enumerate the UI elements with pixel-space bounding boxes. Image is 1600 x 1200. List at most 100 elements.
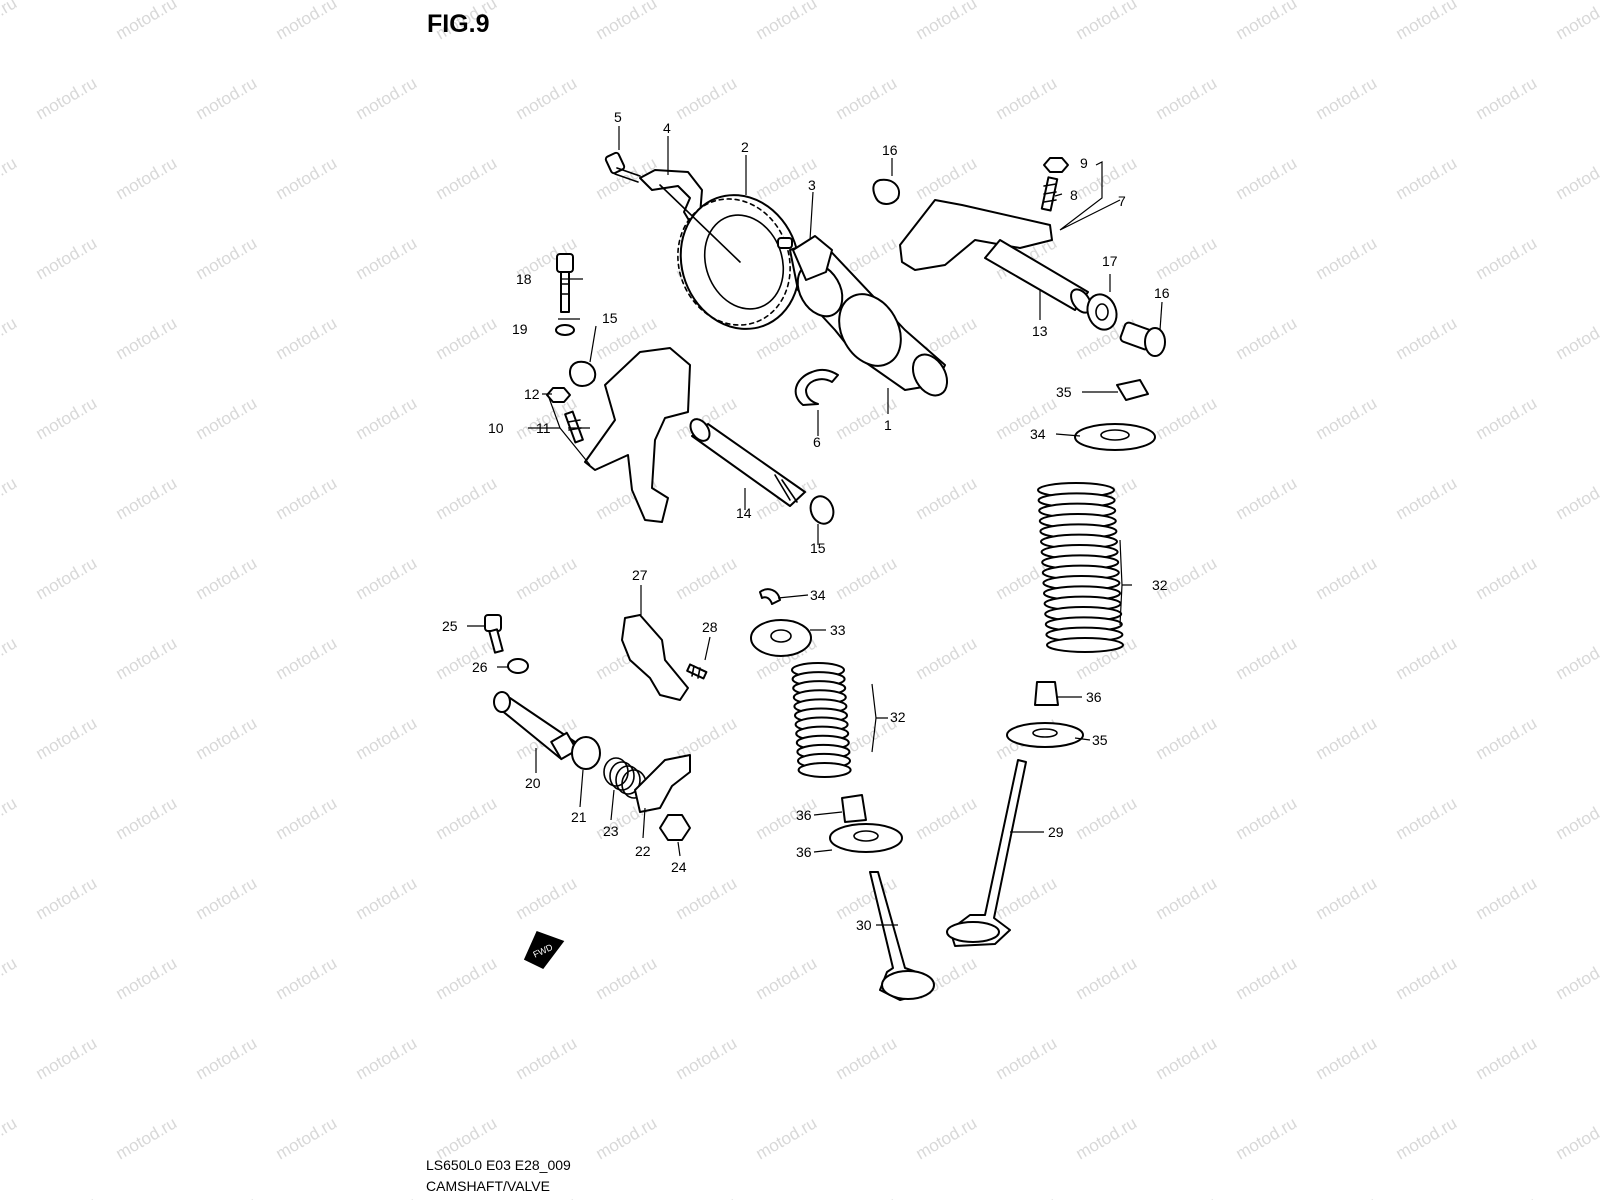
watermark-text: motod.ru [193,873,261,923]
spring-coil [797,762,852,778]
watermark-text: motod.ru [913,633,981,683]
watermark-text: motod.ru [33,1033,101,1083]
watermark-text: motod.ru [353,393,421,443]
watermark-text: motod.ru [1233,313,1301,363]
watermark-text: motod.ru [113,153,181,203]
callout-24: 23 [603,823,619,839]
watermark-text: motod.ru [1233,153,1301,203]
watermark-text: motod.ru [1233,0,1301,43]
callout-35-lower: 36 [796,844,812,860]
watermark-text: motod.ru [913,0,981,43]
callout-4: 4 [663,120,671,136]
part-cotter-34-upper [1116,379,1149,401]
watermark-text: motod.ru [273,633,341,683]
watermark-text: motod.ru [673,873,741,923]
watermark-text: motod.ru [1153,1033,1221,1083]
watermark-text: motod.ru [753,953,821,1003]
callout-6: 6 [813,434,821,450]
part-rocker-shaft-14 [689,418,806,507]
watermark-text: motod.ru [833,1193,901,1200]
part-spring-24 [603,757,647,799]
callout-27: 26 [472,659,488,675]
watermark-text: motod.ru [1553,1113,1600,1163]
watermark-text: motod.ru [593,0,661,43]
watermark-text: motod.ru [1393,1113,1461,1163]
callout-18: 17 [1102,253,1118,269]
watermark-text: motod.ru [33,553,101,603]
watermark-text: motod.ru [33,73,101,123]
part-screw-29 [686,663,708,680]
watermark-text: motod.ru [33,873,101,923]
callout-8: 8 [1070,187,1078,203]
watermark-text: motod.ru [993,73,1061,123]
watermark-text: motod.ru [993,1033,1061,1083]
watermark-text: motod.ru [433,793,501,843]
watermark-text: motod.ru [1473,393,1541,443]
watermark-text: motod.ru [593,953,661,1003]
watermark-text: motod.ru [1233,633,1301,683]
part-seat-35-lower [829,823,903,853]
watermark-text: motod.ru [0,633,20,683]
part-rocker-arm-10 [584,347,691,523]
watermark-text: motod.ru [1073,953,1141,1003]
watermark-text: motod.ru [913,793,981,843]
callout-34-lower: 34 [810,587,826,603]
watermark-text: motod.ru [0,953,20,1003]
part-bolt-5 [604,151,641,183]
watermark-text: motod.ru [1473,233,1541,283]
watermark-text: motod.ru [1473,713,1541,763]
watermark-text: motod.ru [0,793,20,843]
part-seal-36-upper [1034,681,1059,706]
watermark-text: motod.ru [1153,393,1221,443]
callout-35-upper: 35 [1092,732,1108,748]
callout-3: 3 [808,177,816,193]
part-valve-31 [869,871,935,1001]
figure-title: FIG.9 [427,10,490,38]
callout-32-lower: 32 [890,709,906,725]
callout-15: 15 [810,540,826,556]
watermark-text: motod.ru [1393,633,1461,683]
watermark-text: motod.ru [1553,313,1600,363]
watermark-text: motod.ru [1313,553,1381,603]
watermark-text: motod.ru [433,633,501,683]
watermark-text: motod.ru [513,553,581,603]
watermark-text: motod.ru [993,873,1061,923]
watermark-text: motod.ru [1233,793,1301,843]
watermark-text: motod.ru [273,153,341,203]
watermark-text: motod.ru [113,1113,181,1163]
part-valve-30 [946,759,1027,947]
callout-5: 5 [614,109,622,125]
watermark-text: motod.ru [273,473,341,523]
watermark-text: motod.ru [1553,633,1600,683]
watermark-text: motod.ru [993,1193,1061,1200]
watermark-text: motod.ru [1153,233,1221,283]
part-drawings: FWD [484,151,1166,1001]
part-nut-9 [1043,157,1069,173]
callout-17: 16 [1154,285,1170,301]
watermark-text: motod.ru [1313,393,1381,443]
watermark-text: motod.ru [193,1193,261,1200]
watermark-text: motod.ru [0,1113,20,1163]
watermark-text: motod.ru [753,1113,821,1163]
part-plug-17 [1119,321,1166,357]
watermark-text: motod.ru [1153,873,1221,923]
watermark-text: motod.ru [1553,473,1600,523]
watermark-text: motod.ru [433,1113,501,1163]
watermark-text: motod.ru [913,1113,981,1163]
part-camshaft-1 [789,235,949,397]
callout-25: 24 [671,859,687,875]
part-cotter-34-lower [759,588,781,605]
part-screw-11 [564,410,584,444]
watermark-text: motod.ru [1393,473,1461,523]
watermark-text: motod.ru [1473,873,1541,923]
watermark-text: motod.ru [1153,1193,1221,1200]
watermark-text: motod.ru [1473,1033,1541,1083]
part-bolt-19 [556,253,574,313]
callout-14: 14 [736,505,752,521]
watermark-text: motod.ru [193,73,261,123]
watermark-text: motod.ru [1233,1113,1301,1163]
part-retainer-33-lower [750,619,812,657]
callout-labels: 5 4 2 3 16 9 8 7 17 16 13 35 34 32 36 35… [442,109,1170,933]
